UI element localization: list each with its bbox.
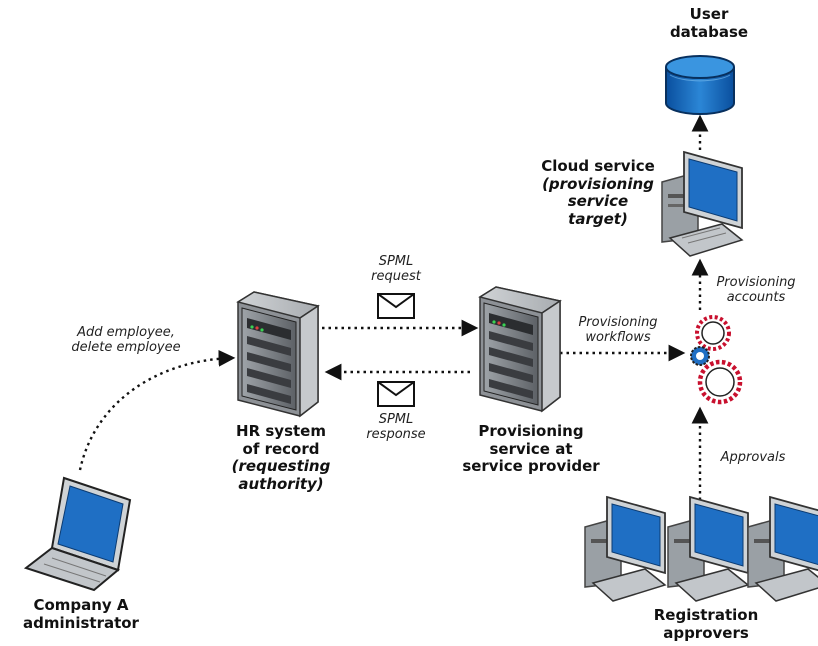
spml-response-line2: response	[366, 427, 426, 443]
desktop-icon	[661, 150, 744, 257]
provisioning-accounts-line1: Provisioning	[716, 275, 796, 290]
company-admin-label: Company A administrator	[6, 596, 156, 632]
cloud-service-line4: target)	[568, 210, 628, 229]
laptop-icon	[23, 476, 132, 592]
hr-system-line2: of record	[242, 439, 320, 458]
company-admin-line2: administrator	[23, 613, 139, 632]
approvals-label: Approvals	[708, 450, 798, 465]
provisioning-service-label: Provisioning service at service provider	[446, 422, 616, 476]
hr-system-line3: (requesting	[231, 457, 331, 476]
company-admin-line1: Company A	[33, 596, 129, 614]
connectors	[78, 114, 709, 500]
server-icon	[478, 286, 562, 413]
provisioning-service-line2: service at	[489, 439, 573, 458]
gears-icon	[690, 315, 743, 405]
user-database-line1: User	[689, 5, 729, 23]
cloud-service-line2: (provisioning	[542, 174, 654, 193]
desktop-icon	[747, 495, 818, 602]
registration-approvers-label: Registration approvers	[636, 606, 776, 642]
provisioning-workflows-line2: workflows	[585, 330, 651, 346]
add-employee-line2: delete employee	[71, 340, 181, 356]
approvals-text: Approvals	[720, 450, 786, 465]
registration-line1: Registration	[653, 606, 759, 624]
cloud-service-line3: service	[567, 192, 629, 211]
provisioning-workflows-label: Provisioning workflows	[566, 315, 670, 346]
envelope-icon	[377, 381, 415, 407]
registration-line2: approvers	[663, 623, 749, 642]
add-employee-label: Add employee, delete employee	[56, 325, 196, 356]
spml-request-label: SPML request	[356, 254, 436, 285]
provisioning-accounts-line2: accounts	[726, 290, 786, 306]
user-database-line2: database	[669, 22, 749, 41]
arrow-admin-to-hr	[78, 349, 236, 471]
cloud-service-line1: Cloud service	[541, 157, 655, 175]
provisioning-service-line3: service provider	[462, 457, 600, 476]
hr-system-line1: HR system	[236, 422, 326, 440]
provisioning-workflows-line1: Provisioning	[578, 315, 658, 330]
desktop-icon	[667, 495, 750, 602]
database-icon	[665, 55, 735, 115]
envelope-icon	[377, 293, 415, 319]
provisioning-service-line1: Provisioning	[478, 422, 584, 440]
cloud-service-label: Cloud service (provisioning service targ…	[528, 157, 668, 229]
spml-request-line1: SPML	[378, 254, 414, 269]
spml-response-label: SPML response	[356, 412, 436, 443]
add-employee-line1: Add employee,	[77, 325, 175, 340]
server-icon	[236, 291, 320, 418]
user-database-label: User database	[664, 5, 754, 41]
spml-response-line1: SPML	[378, 412, 414, 427]
provisioning-accounts-label: Provisioning accounts	[706, 275, 806, 306]
hr-system-line4: authority)	[238, 475, 324, 494]
desktop-icon	[584, 495, 667, 602]
spml-request-line2: request	[371, 269, 421, 285]
hr-system-label: HR system of record (requesting authorit…	[216, 422, 346, 494]
